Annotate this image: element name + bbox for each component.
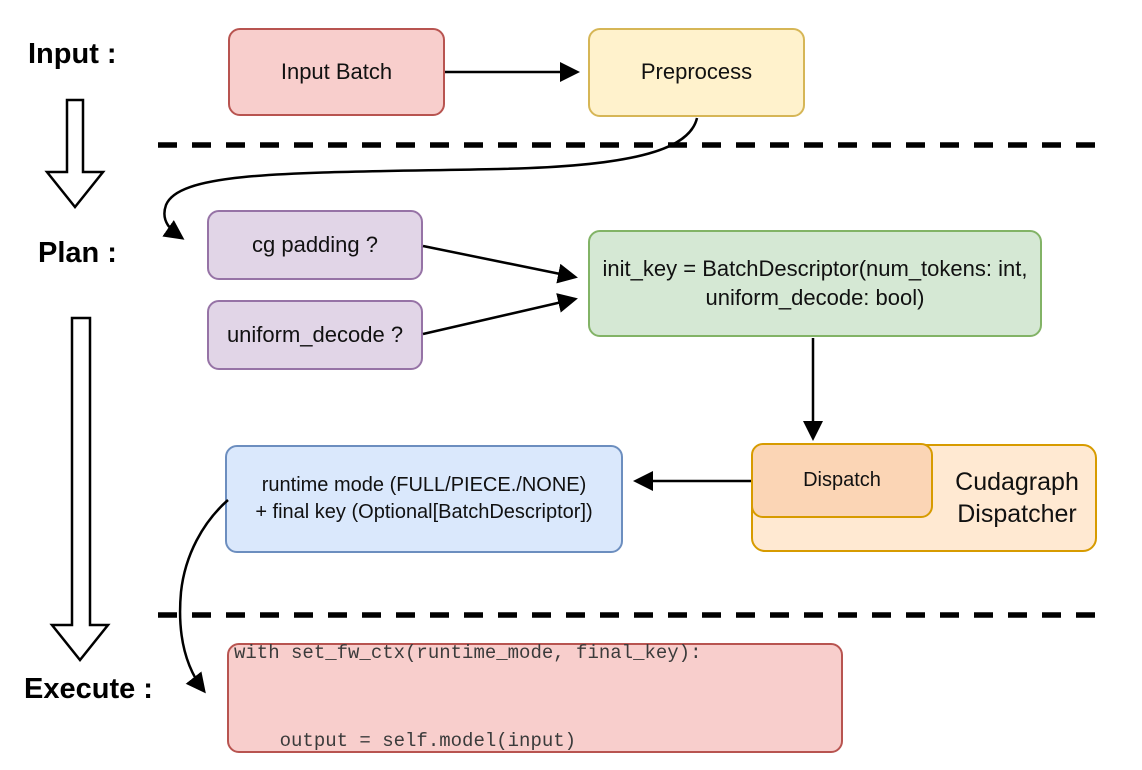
node-init-key-text: init_key = BatchDescriptor(num_tokens: i…: [603, 255, 1028, 312]
node-init-key-line2: uniform_decode: bool): [705, 284, 925, 310]
node-runtime-mode-text: runtime mode (FULL/PIECE./NONE) + final …: [255, 472, 592, 526]
node-input-batch: Input Batch: [228, 28, 445, 116]
stage-label-input: Input :: [28, 38, 117, 70]
node-input-batch-label: Input Batch: [280, 58, 393, 84]
node-dispatch: Dispatch: [751, 443, 933, 518]
node-init-key: init_key = BatchDescriptor(num_tokens: i…: [588, 230, 1042, 337]
arrow-uniform-decode-to-init-key: [422, 293, 578, 336]
node-cudagraph-line2: Dispatcher: [957, 500, 1077, 528]
node-runtime-mode: runtime mode (FULL/PIECE./NONE) + final …: [225, 445, 623, 553]
stage-label-plan: Plan :: [38, 237, 117, 269]
stage-arrow-plan-to-execute: [49, 316, 111, 663]
node-cg-padding-label: cg padding ?: [252, 231, 378, 257]
arrow-cg-padding-to-init-key: [422, 244, 578, 284]
stage-label-execute: Execute :: [24, 673, 153, 705]
node-cg-padding: cg padding ?: [207, 210, 423, 280]
node-preprocess: Preprocess: [588, 28, 805, 117]
node-init-key-line1: init_key = BatchDescriptor(num_tokens: i…: [602, 255, 1028, 281]
arrow-runtime-mode-to-execute-code: [178, 499, 229, 694]
node-runtime-mode-line2: + final key (Optional[BatchDescriptor]): [255, 501, 593, 523]
node-dispatch-label: Dispatch: [803, 469, 881, 491]
node-runtime-mode-line1: runtime mode (FULL/PIECE./NONE): [261, 474, 587, 496]
execute-code-line1: with set_fw_ctx(runtime_mode, final_key)…: [234, 642, 702, 665]
node-execute-code: with set_fw_ctx(runtime_mode, final_key)…: [227, 642, 843, 753]
execute-code-line2: output = self.model(input): [234, 730, 577, 753]
node-cudagraph-dispatcher-text: Cudagraph Dispatcher: [939, 446, 1095, 550]
node-uniform-decode: uniform_decode ?: [207, 300, 423, 370]
execute-code-text: with set_fw_ctx(runtime_mode, final_key)…: [229, 580, 701, 770]
node-uniform-decode-label: uniform_decode ?: [226, 321, 404, 347]
node-cudagraph-line1: Cudagraph: [955, 467, 1079, 496]
node-preprocess-label: Preprocess: [640, 59, 753, 85]
stage-arrow-input-to-plan: [44, 98, 106, 210]
